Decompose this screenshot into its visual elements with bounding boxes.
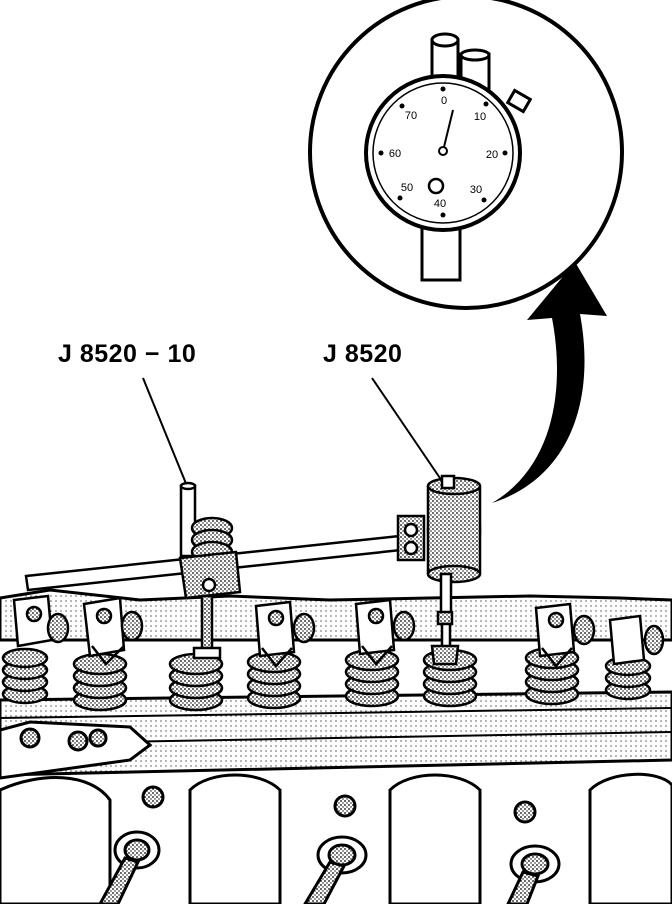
tool-holder-assembly bbox=[24, 481, 422, 660]
rocker-arm bbox=[12, 594, 70, 648]
cylinder-head bbox=[0, 588, 672, 904]
valve-spring bbox=[168, 652, 224, 712]
tool-label-j8520-10: J 8520 − 10 bbox=[58, 340, 197, 368]
curved-arrow-icon bbox=[492, 262, 607, 503]
dial-number-60: 60 bbox=[389, 148, 401, 160]
valve-spring bbox=[246, 650, 302, 710]
dial-number-70: 70 bbox=[405, 110, 417, 122]
leader-line-indicator bbox=[371, 377, 445, 485]
dial-number-40: 40 bbox=[434, 198, 446, 210]
valve-spring bbox=[1, 647, 49, 705]
dial-number-50: 50 bbox=[401, 182, 413, 194]
dial-number-30: 30 bbox=[470, 184, 482, 196]
dial-indicator-tool bbox=[396, 474, 482, 666]
tool-label-j8520: J 8520 bbox=[323, 340, 403, 368]
dial-number-10: 10 bbox=[474, 111, 486, 123]
rocker-arm bbox=[254, 600, 316, 668]
valve-spring bbox=[524, 646, 580, 706]
leader-line-holder bbox=[142, 377, 188, 487]
dial-inset: 0 10 20 30 40 50 60 70 bbox=[308, 0, 624, 310]
rocker-arm bbox=[534, 602, 596, 668]
valve-spring bbox=[72, 652, 128, 712]
rocker-arm bbox=[354, 598, 416, 666]
dial-number-20: 20 bbox=[486, 149, 498, 161]
dial-number-0: 0 bbox=[441, 95, 447, 107]
rocker-arm bbox=[608, 614, 665, 666]
rocker-arm bbox=[82, 596, 144, 666]
